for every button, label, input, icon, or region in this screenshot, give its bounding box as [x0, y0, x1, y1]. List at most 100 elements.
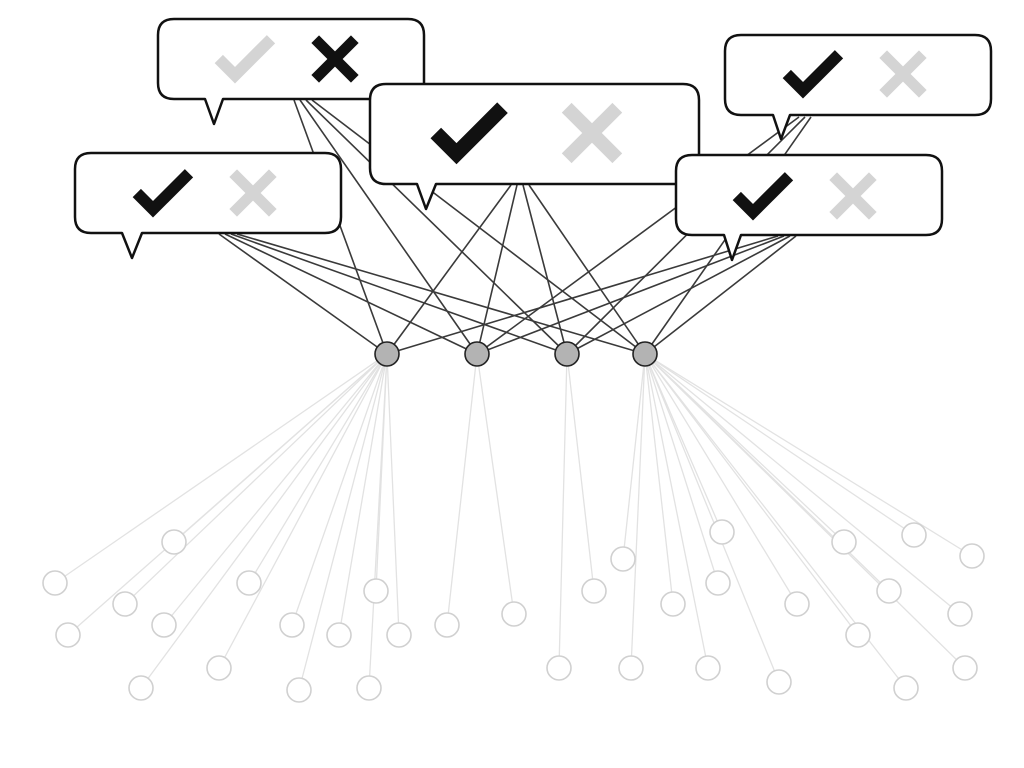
hub-node: [374, 341, 400, 367]
leaf-node: [386, 622, 412, 648]
speech-bubble-left-middle: [73, 151, 343, 260]
leaf-edge: [298, 353, 388, 691]
hub-node: [632, 341, 658, 367]
speech-bubble-body: [723, 33, 993, 141]
leaf-edge: [644, 353, 798, 605]
check-icon: [132, 169, 194, 218]
leaf-node: [42, 570, 68, 596]
leaf-node: [952, 655, 978, 681]
leaf-node: [236, 570, 262, 596]
bubble-edge: [386, 184, 512, 355]
bubble-edge: [224, 233, 478, 355]
leaf-node: [660, 591, 686, 617]
leaf-node: [705, 570, 731, 596]
hub-node: [554, 341, 580, 367]
leaf-edges: [54, 353, 973, 691]
bubble-edges: [218, 99, 812, 355]
leaf-node: [766, 669, 792, 695]
leaf-edge: [644, 353, 723, 533]
hub-node: [464, 341, 490, 367]
leaf-node: [206, 655, 232, 681]
leaf-node: [709, 519, 735, 545]
leaf-node: [501, 601, 527, 627]
leaf-edge: [386, 353, 400, 636]
speech-bubble-body: [674, 153, 944, 262]
leaf-edge: [622, 353, 646, 560]
leaf-node: [326, 622, 352, 648]
leaf-edge: [630, 353, 646, 669]
speech-bubbles: [73, 17, 993, 262]
leaf-edge: [291, 353, 388, 626]
leaf-edge: [644, 353, 674, 605]
leaf-edge: [124, 353, 388, 605]
hub-nodes: [374, 341, 658, 367]
bubble-edge: [293, 99, 388, 355]
bubble-edge: [566, 235, 791, 355]
leaf-node: [893, 675, 919, 701]
bubble-edge: [311, 99, 646, 355]
check-icon: [732, 172, 794, 221]
bubble-edge: [305, 99, 568, 355]
check-icon: [214, 35, 276, 84]
leaf-node: [947, 601, 973, 627]
leaf-node: [434, 612, 460, 638]
bubble-edge: [522, 184, 568, 355]
leaf-node: [581, 578, 607, 604]
leaf-node: [618, 655, 644, 681]
leaf-edge: [446, 353, 478, 626]
leaf-edge: [248, 353, 388, 584]
leaf-node: [901, 522, 927, 548]
speech-bubble-body: [368, 82, 701, 211]
cross-icon: [229, 169, 277, 217]
leaf-edge: [558, 353, 568, 669]
bubble-edge: [230, 233, 568, 355]
leaf-edge: [644, 353, 709, 669]
leaf-node: [356, 675, 382, 701]
leaf-node: [845, 622, 871, 648]
leaf-node: [363, 578, 389, 604]
leaf-edge: [163, 353, 388, 626]
leaf-edge: [644, 353, 780, 683]
leaf-edge: [644, 353, 961, 615]
cross-icon: [561, 102, 623, 164]
leaf-edge: [644, 353, 719, 584]
leaf-edge: [476, 353, 515, 615]
bubble-edge: [386, 235, 779, 355]
bubble-edge: [644, 235, 797, 355]
leaf-node: [151, 612, 177, 638]
leaf-edge: [644, 353, 915, 536]
leaf-node: [546, 655, 572, 681]
leaf-edge: [338, 353, 388, 636]
leaf-node: [610, 546, 636, 572]
cross-icon: [829, 172, 877, 220]
leaf-edge: [644, 353, 966, 669]
speech-bubble-right-middle: [674, 153, 944, 262]
leaf-node: [128, 675, 154, 701]
leaf-node: [55, 622, 81, 648]
check-icon: [782, 50, 844, 99]
bubble-edge: [299, 99, 478, 355]
leaf-edge: [218, 353, 388, 669]
cross-icon: [311, 35, 359, 83]
speech-bubble-top-right: [723, 33, 993, 141]
leaf-node: [876, 578, 902, 604]
leaf-nodes: [42, 519, 985, 703]
leaf-node: [279, 612, 305, 638]
leaf-node: [831, 529, 857, 555]
leaf-edge: [566, 353, 595, 592]
leaf-node: [784, 591, 810, 617]
leaf-node: [695, 655, 721, 681]
speech-bubble-top-left: [156, 17, 426, 126]
bubble-edge: [218, 233, 388, 355]
leaf-edge: [644, 353, 973, 557]
leaf-node: [112, 591, 138, 617]
leaf-edge: [140, 353, 388, 689]
leaf-edge: [375, 353, 388, 592]
cross-icon: [879, 50, 927, 98]
bubble-edge: [528, 184, 646, 355]
leaf-edge: [54, 353, 388, 584]
speech-bubble-body: [156, 17, 426, 126]
bubble-edge: [236, 233, 646, 355]
check-icon: [430, 102, 508, 165]
